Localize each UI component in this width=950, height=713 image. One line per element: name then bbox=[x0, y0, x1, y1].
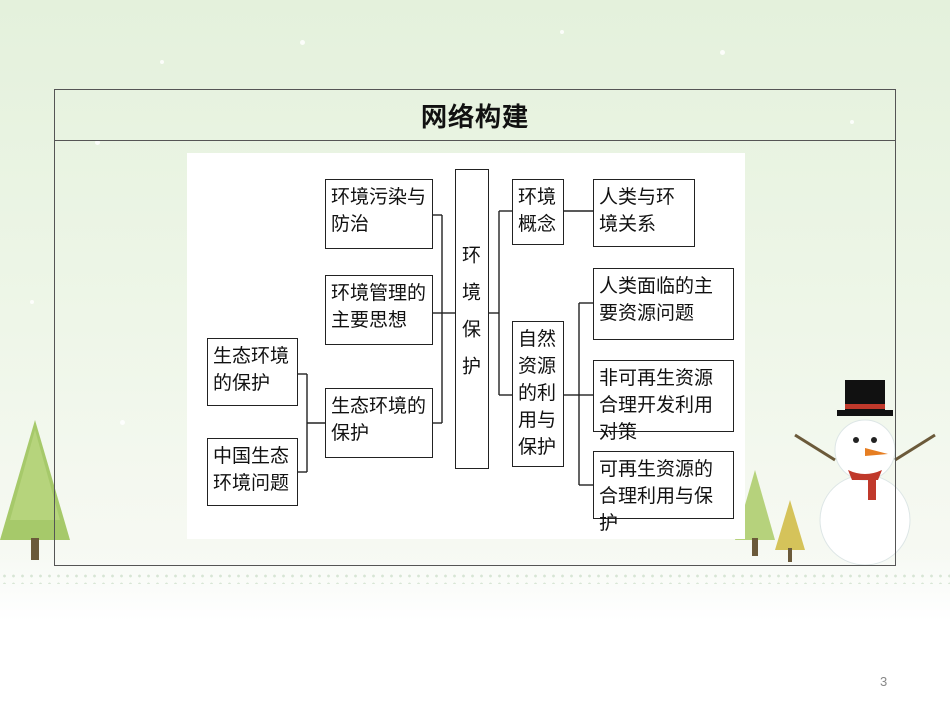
node-pollution-control: 环境污染与防治 bbox=[325, 179, 433, 249]
node-resource-problems: 人类面临的主要资源问题 bbox=[593, 268, 734, 340]
panel-header: 网络构建 bbox=[55, 90, 895, 141]
snowflake bbox=[560, 30, 564, 34]
snowflake bbox=[120, 420, 125, 425]
pine-tree-right-icon bbox=[735, 470, 775, 556]
snowy-ground bbox=[0, 560, 950, 713]
node-eco-protection-mid: 生态环境的保护 bbox=[325, 388, 433, 458]
snowflake bbox=[850, 120, 854, 124]
node-center-environment-protection: 环境保护 bbox=[455, 169, 489, 469]
snowflake bbox=[720, 50, 725, 55]
node-china-eco-problems: 中国生态环境问题 bbox=[207, 438, 298, 506]
page-title: 网络构建 bbox=[420, 102, 529, 133]
page-number: 3 bbox=[880, 674, 888, 689]
snowflake bbox=[30, 300, 34, 304]
snowman-icon bbox=[794, 380, 936, 566]
node-nonrenewable-strategy: 非可再生资源合理开发利用对策 bbox=[593, 360, 734, 443]
node-renewable-protection: 可再生资源的合理利用与保护 bbox=[593, 451, 734, 534]
snowflake bbox=[300, 40, 305, 45]
node-human-environment: 人类与环境关系 bbox=[593, 179, 695, 247]
node-management-ideas: 环境管理的主要思想 bbox=[325, 275, 433, 345]
node-natural-resources: 自然资源的利用与保护 bbox=[512, 321, 564, 467]
snowflake bbox=[160, 60, 164, 64]
ground-border-decoration bbox=[0, 572, 950, 584]
concept-map: 生态环境的保护 中国生态环境问题 环境污染与防治 环境管理的主要思想 生态环境的… bbox=[187, 153, 745, 539]
node-eco-protection-left: 生态环境的保护 bbox=[207, 338, 298, 406]
content-panel: 网络构建 bbox=[54, 89, 896, 566]
node-environment-concept: 环境概念 bbox=[512, 179, 564, 245]
pine-tree-left-icon bbox=[0, 420, 70, 560]
snowflake bbox=[95, 140, 100, 145]
connector-lines bbox=[297, 210, 593, 486]
small-tree-icon bbox=[775, 500, 805, 562]
